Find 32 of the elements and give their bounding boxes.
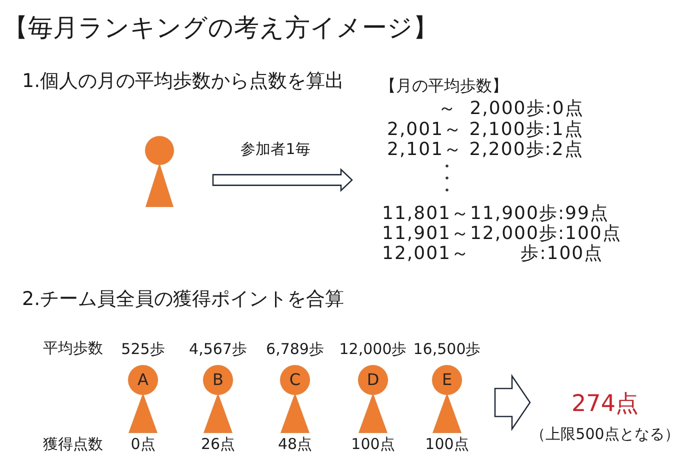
block-arrow xyxy=(494,374,531,432)
member-letter: B xyxy=(212,370,224,390)
score-value: 100点 xyxy=(351,435,395,453)
table-heading: 【月の平均歩数】 xyxy=(380,76,508,96)
step-count: 4,567歩 xyxy=(189,340,247,358)
step-count: 525歩 xyxy=(121,340,165,358)
edge-label: 参加者1毎 xyxy=(240,140,310,158)
step-count: 12,000歩 xyxy=(339,340,407,358)
score-value: 26点 xyxy=(200,435,236,453)
score-value: 0点 xyxy=(130,435,156,453)
range-row-text: 2,001～ 2,100歩:1点 xyxy=(387,119,584,140)
section-heading: 2.チーム員全員の獲得ポイントを合算 xyxy=(22,288,344,311)
member-letter: C xyxy=(289,370,301,390)
range-row-text: 11,801～11,900歩:99点 xyxy=(382,203,609,224)
section-heading: 1.個人の月の平均歩数から点数を算出 xyxy=(22,70,344,93)
member-letter: E xyxy=(442,370,452,390)
member-letter: A xyxy=(138,370,148,390)
member-letter: D xyxy=(366,370,380,390)
range-row-text: 11,901～12,000歩:100点 xyxy=(382,223,622,244)
total-score: 274点 xyxy=(572,391,638,419)
row-label: 獲得点数 xyxy=(43,435,103,453)
step-count: 6,789歩 xyxy=(266,340,324,358)
range-row: 12,001～ 歩:100点 xyxy=(382,243,604,265)
row-label: 平均歩数 xyxy=(43,339,103,357)
block-arrow xyxy=(212,168,353,192)
limit-note: （上限500点となる） xyxy=(530,425,680,443)
score-value: 100点 xyxy=(425,435,469,453)
range-row: 2,101～ 2,200歩:2点 xyxy=(387,139,584,161)
range-row: ～ 2,000歩:0点 xyxy=(438,98,584,120)
step-count: 16,500歩 xyxy=(413,340,481,358)
score-value: 48点 xyxy=(278,435,312,453)
page-title: 【毎月ランキングの考え方イメージ】 xyxy=(3,13,438,43)
